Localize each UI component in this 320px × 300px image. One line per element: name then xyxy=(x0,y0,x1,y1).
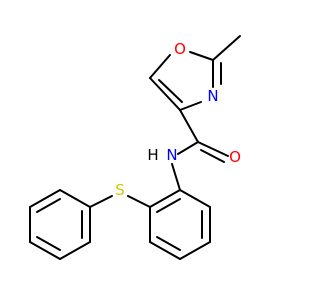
bond-r1-d-double xyxy=(156,236,181,251)
atom-nitrogen-ring: N xyxy=(207,87,218,105)
bond-o1-c5 xyxy=(149,54,171,79)
bond-r2-c-double xyxy=(36,236,61,251)
carboxamide-group xyxy=(171,109,229,191)
bond-r2-e xyxy=(29,189,61,208)
bond-c4-n3 xyxy=(179,101,202,111)
bond-r1-d xyxy=(149,241,181,260)
bond-c5-c4 xyxy=(149,77,181,111)
bond-r1-f xyxy=(149,189,181,208)
atom-oxygen-ring: O xyxy=(174,40,186,58)
thioether-link xyxy=(89,195,151,208)
bond-r2-b xyxy=(59,241,91,260)
bond-r2-f xyxy=(59,189,91,208)
bond-c2-o1 xyxy=(189,51,214,61)
bond-carbonyl-n xyxy=(177,141,199,155)
atom-nitrogen-amide: N xyxy=(166,146,177,164)
bond-s-phenyl xyxy=(89,195,113,208)
bond-r1-c xyxy=(179,241,211,260)
molecule-structure-diagram: O N N H O S xyxy=(29,35,241,260)
oxazole-ring xyxy=(149,35,241,111)
bond-carbonyl-o xyxy=(197,141,229,157)
bond-r2-c xyxy=(29,241,61,260)
bond-r1-a xyxy=(179,189,211,208)
phenyl-ring xyxy=(29,189,91,260)
bond-n-aryl xyxy=(171,163,181,191)
aniline-benzene-ring xyxy=(149,189,211,260)
atom-oxygen-carbonyl: O xyxy=(229,148,241,166)
bond-carbonyl-o-double xyxy=(200,149,225,163)
bond-c4-carbonyl xyxy=(179,109,199,143)
atom-sulfur: S xyxy=(115,181,125,199)
bond-r1-f-double xyxy=(156,198,181,213)
bond-r2-e-double xyxy=(36,198,61,213)
atom-hydrogen-amide: H xyxy=(147,146,158,164)
bond-aryl-s xyxy=(127,195,151,208)
bond-c2-methyl xyxy=(212,35,241,61)
bond-c5-c4-double xyxy=(158,79,183,103)
